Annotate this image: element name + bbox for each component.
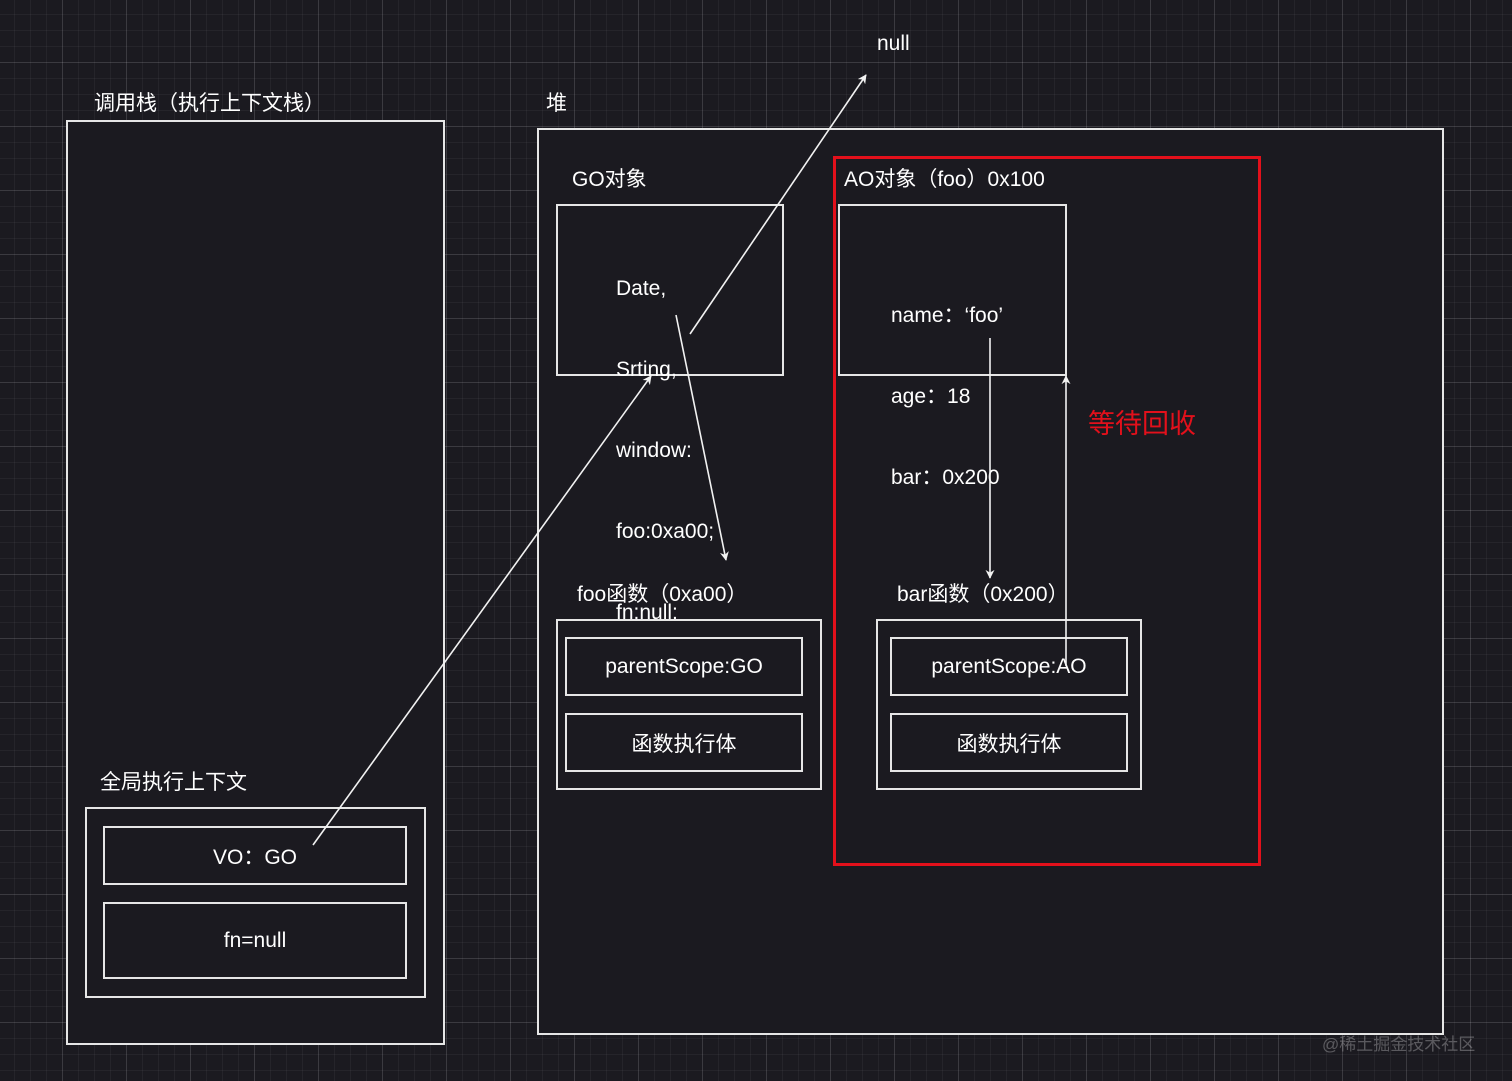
bar-parent-scope-cell: parentScope:AO [890, 637, 1128, 696]
go-line: Date, [616, 277, 667, 300]
gc-label: 等待回收 [1088, 409, 1196, 439]
go-line: fn:null; [616, 601, 678, 624]
arrow-foo-to-foo-function [675, 314, 729, 561]
go-line: Srting, [616, 358, 677, 381]
call-stack-title: 调用栈（执行上下文栈） [94, 92, 325, 115]
gc-highlight-frame [833, 156, 1261, 866]
ao-object-content: name：‘foo’ age：18 bar：0x200 [891, 248, 1003, 518]
bar-body-cell: 函数执行体 [890, 713, 1128, 772]
go-object-title: GO对象 [572, 168, 647, 191]
fn-cell: fn=null [103, 902, 407, 979]
ao-line: bar：0x200 [891, 466, 1000, 489]
ao-line: age：18 [891, 385, 971, 408]
foo-parent-scope-cell: parentScope:GO [565, 637, 803, 696]
null-label: null [877, 32, 910, 55]
go-line: foo:0xa00; [616, 520, 715, 543]
foo-function-title: foo函数（0xa00） [577, 583, 748, 606]
global-context-title: 全局执行上下文 [100, 771, 247, 794]
foo-body-cell: 函数执行体 [565, 713, 803, 772]
go-line: window: [616, 439, 692, 462]
arrow-vo-to-go [312, 375, 652, 846]
watermark: @稀土掘金技术社区 [1322, 1035, 1476, 1054]
arrow-fn-to-null [689, 74, 867, 335]
vo-cell: VO：GO [103, 826, 407, 885]
heap-title: 堆 [546, 92, 567, 115]
go-object-content: Date, Srting, window: foo:0xa00; fn:null… [616, 221, 714, 653]
go-object-box [556, 204, 784, 376]
ao-object-box [838, 204, 1067, 376]
ao-object-title: AO对象（foo）0x100 [844, 168, 1045, 191]
bar-function-title: bar函数（0x200） [897, 583, 1069, 606]
ao-line: name：‘foo’ [891, 304, 1004, 327]
